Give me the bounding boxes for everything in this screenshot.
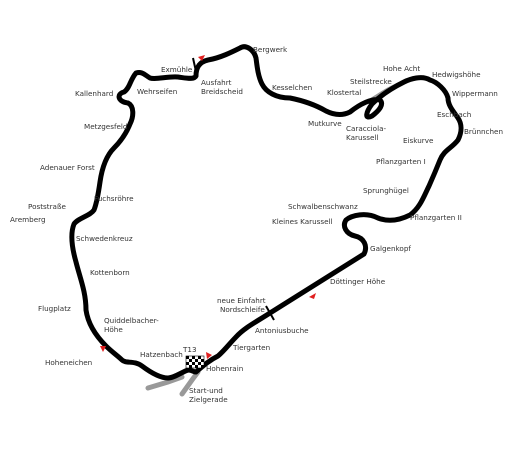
label-antoniusbuche: Antoniusbuche	[255, 326, 309, 335]
label-steilstrecke: Steilstrecke	[350, 77, 392, 86]
label-sprunghuegel: Sprunghügel	[363, 186, 409, 195]
label-flugplatz: Flugplatz	[38, 304, 71, 313]
label-aremberg: Aremberg	[10, 215, 46, 224]
label-klostertal: Klostertal	[327, 88, 361, 97]
label-schwedenkreuz: Schwedenkreuz	[76, 234, 133, 243]
label-eiskurve: Eiskurve	[403, 136, 434, 145]
label-kottenborn: Kottenborn	[90, 268, 130, 277]
section-bar-nordschleife	[265, 305, 275, 321]
section-bar-breidscheid	[192, 57, 198, 77]
label-start-ziel-1: Start-und	[189, 386, 223, 395]
label-caracciola-2: Karussell	[346, 133, 378, 142]
label-doettinger-hoehe: Döttinger Höhe	[330, 277, 386, 286]
label-eschbach: Eschbach	[437, 110, 471, 119]
label-ausfahrt-breidscheid-1: Ausfahrt	[201, 78, 232, 87]
label-kallenhard: Kallenhard	[75, 89, 113, 98]
label-ausfahrt-breidscheid-2: Breidscheid	[201, 87, 243, 96]
label-galgenkopf: Galgenkopf	[370, 244, 411, 253]
label-bruennchen: Brünnchen	[464, 127, 503, 136]
label-hohe-acht: Hohe Acht	[383, 64, 420, 73]
label-fuchsroehre: Fuchsröhre	[94, 194, 134, 203]
label-tiergarten: Tiergarten	[232, 343, 270, 352]
label-hoheneichen: Hoheneichen	[45, 358, 92, 367]
label-caracciola-1: Caracciola-	[346, 124, 386, 133]
red-triangle-icon	[309, 293, 316, 299]
label-start-ziel-2: Zielgerade	[189, 395, 228, 404]
label-bergwerk: Bergwerk	[253, 45, 288, 54]
label-metzgesfeld: Metzgesfeld	[84, 122, 127, 131]
label-neue-einfahrt-1: neue Einfahrt	[217, 296, 266, 305]
checkered-flag-icon	[185, 355, 205, 369]
label-wippermann: Wippermann	[452, 89, 498, 98]
red-triangle-icon	[198, 55, 205, 61]
access-road-finish	[179, 369, 201, 397]
label-hedwigshoehe: Hedwigshöhe	[432, 70, 481, 79]
label-adenauer-forst: Adenauer Forst	[40, 163, 95, 172]
red-triangle-icon	[100, 346, 106, 352]
label-hohenrain: Hohenrain	[206, 364, 243, 373]
label-kesselchen: Kesselchen	[272, 83, 312, 92]
label-pflanzgarten-1: Pflanzgarten I	[376, 157, 426, 166]
label-mutkurve: Mutkurve	[308, 119, 342, 128]
label-schwalbenschwanz: Schwalbenschwanz	[288, 202, 358, 211]
label-kleines-karussell: Kleines Karussell	[272, 217, 333, 226]
label-quiddelbacher-2: Höhe	[104, 325, 123, 334]
label-quiddelbacher-1: Quiddelbacher-	[104, 316, 159, 325]
label-t13: T13	[182, 345, 197, 354]
label-neue-einfahrt-2: Nordschleife	[220, 305, 265, 314]
label-poststrasse: Poststraße	[28, 202, 66, 211]
red-triangle-icon	[206, 352, 212, 359]
label-pflanzgarten-2: Pflanzgarten II	[410, 213, 462, 222]
label-wehrseifen: Wehrseifen	[137, 87, 177, 96]
label-ex-muehle: Exmühle	[161, 65, 193, 74]
label-hatzenbach: Hatzenbach	[140, 350, 183, 359]
race-track	[69, 44, 464, 381]
access-road-start	[145, 374, 185, 391]
